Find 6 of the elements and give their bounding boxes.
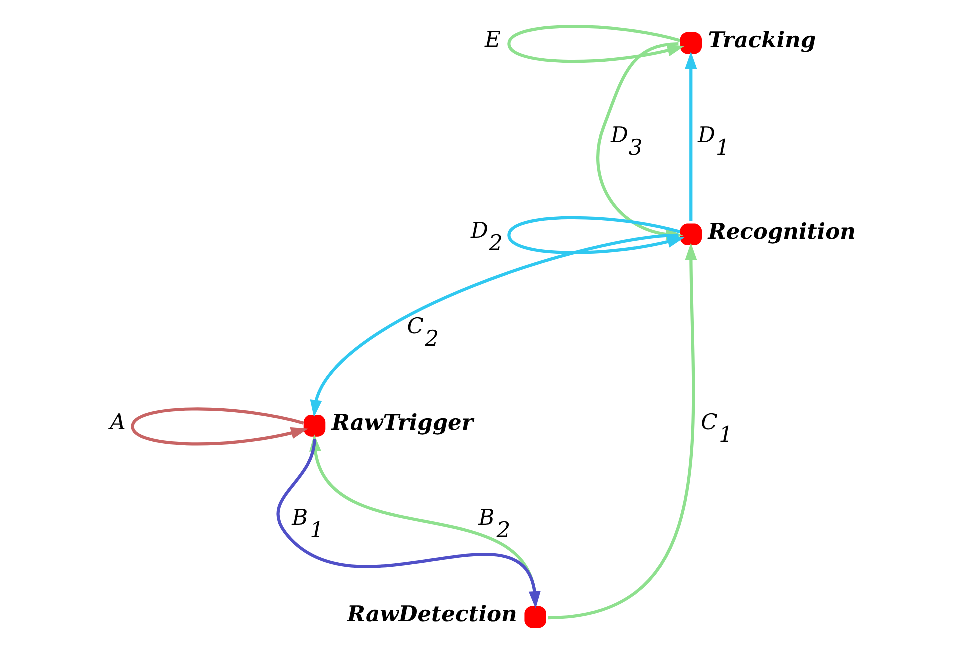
node-label: RawTrigger	[331, 411, 473, 436]
node-label: RawDetection	[346, 602, 517, 628]
node-label: Recognition	[708, 220, 856, 245]
edge-label: A	[110, 410, 126, 436]
edge-label: E	[484, 28, 500, 53]
node-label: Tracking	[708, 28, 816, 54]
